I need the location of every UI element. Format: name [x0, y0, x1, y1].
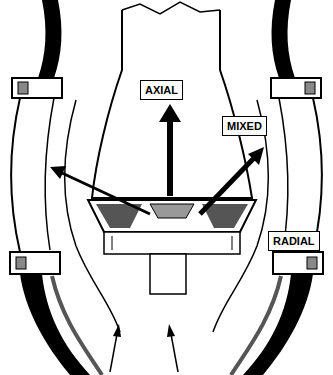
flow-label: RADIAL [273, 235, 315, 248]
flow-label: AXIAL [145, 84, 178, 97]
flow-label-box: AXIAL [140, 80, 183, 100]
flow-label: MIXED [227, 120, 262, 133]
flow-label-box: MIXED [222, 116, 267, 136]
flow-label-box: RADIAL [268, 231, 320, 251]
